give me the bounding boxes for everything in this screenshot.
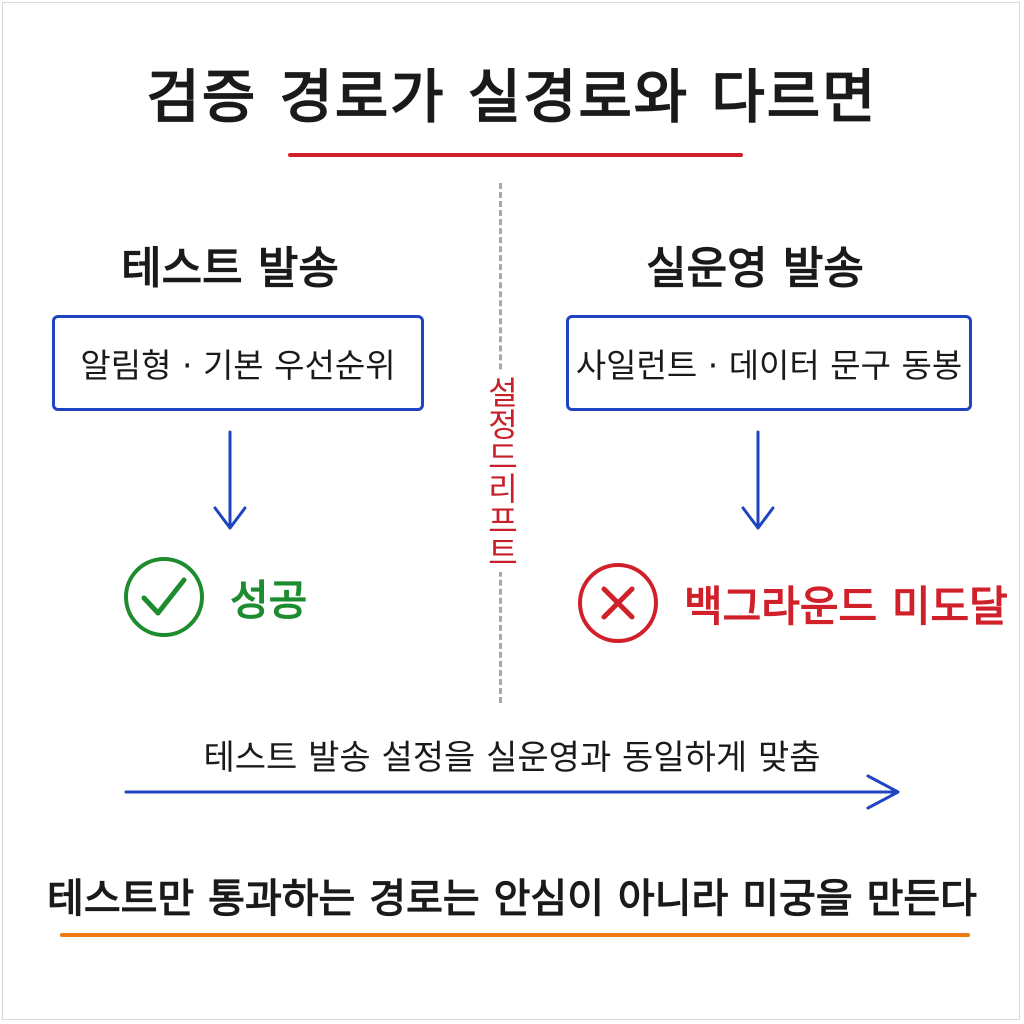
conclusion-underline <box>60 933 970 937</box>
production-send-result-label: 백그라운드 미도달 <box>684 581 1008 631</box>
title-underline <box>288 153 743 157</box>
test-send-heading: 테스트 발송 <box>121 243 339 294</box>
diagram-title: 검증 경로가 실경로와 다르면 <box>146 63 878 131</box>
production-send-box: 사일런트 · 데이터 문구 동봉 <box>566 315 972 411</box>
config-drift-label: 설정드리프트 <box>480 372 520 572</box>
production-send-arrow <box>741 430 775 530</box>
fix-label: 테스트 발송 설정을 실운영과 동일하게 맞춤 <box>203 738 821 778</box>
x-circle-icon <box>578 563 658 643</box>
test-send-arrow <box>213 430 247 530</box>
production-send-result: 백그라운드 미도달 <box>576 561 1008 645</box>
conclusion-text: 테스트만 통과하는 경로는 안심이 아니라 미궁을 만든다 <box>47 876 977 922</box>
check-circle-icon <box>124 557 204 637</box>
fix-arrow <box>124 774 900 810</box>
test-send-result: 성공 <box>122 555 307 639</box>
test-send-box: 알림형 · 기본 우선순위 <box>52 315 424 411</box>
production-send-heading: 실운영 발송 <box>646 243 864 294</box>
test-send-result-label: 성공 <box>230 575 308 625</box>
